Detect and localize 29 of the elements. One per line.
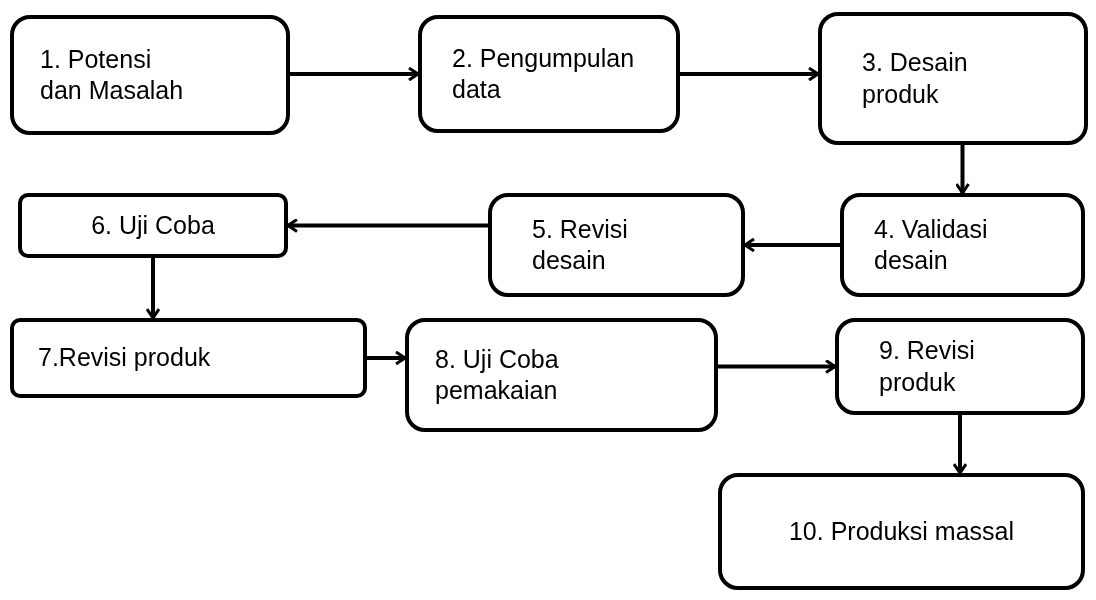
arrow	[718, 359, 837, 374]
step-label: 3. Desain produk	[862, 47, 969, 110]
process-box	[718, 473, 1085, 590]
process-box	[10, 15, 290, 135]
process-box	[488, 193, 745, 297]
step-label: 8. Uji Coba pemakaian	[435, 343, 560, 406]
process-box	[835, 318, 1085, 415]
arrow	[955, 145, 970, 195]
step-label: 7.Revisi produk	[38, 342, 211, 374]
process-box	[405, 318, 718, 432]
arrow	[680, 66, 820, 82]
step-label: 10. Produksi massal	[788, 515, 1015, 547]
process-box	[418, 15, 680, 133]
step-label: 2. Pengumpulan data	[452, 42, 636, 105]
process-box	[818, 12, 1088, 145]
step-label: 6. Uji Coba	[91, 209, 215, 241]
step-label: 4. Validasi desain	[874, 213, 989, 276]
process-box	[840, 193, 1085, 297]
process-box	[18, 193, 288, 258]
arrow	[952, 415, 968, 475]
arrow	[286, 218, 488, 233]
step-label: 9. Revisi produk	[879, 335, 976, 398]
step-label: 5. Revisi desain	[532, 213, 629, 276]
arrow	[367, 350, 407, 366]
arrow	[290, 66, 420, 82]
arrow	[743, 237, 840, 253]
process-box	[10, 318, 367, 398]
step-label: 1. Potensi dan Masalah	[40, 43, 185, 106]
arrow	[145, 258, 161, 320]
